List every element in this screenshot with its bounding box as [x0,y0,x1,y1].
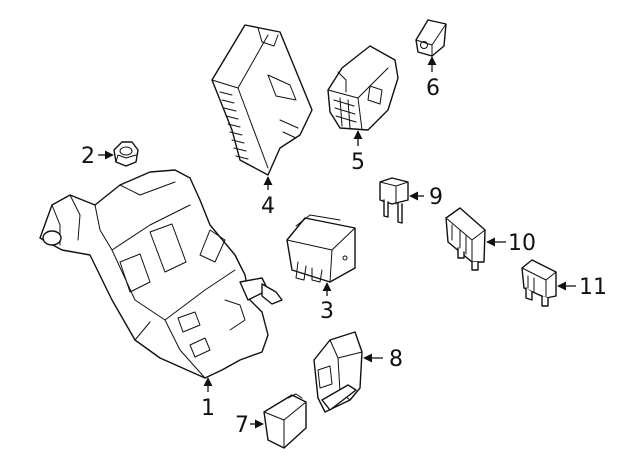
part-3-relay[interactable] [286,214,356,283]
part-9-mini-fuse[interactable] [379,177,409,224]
part-1-junction-box-housing[interactable] [39,169,283,379]
leader-lines [98,56,576,429]
part-8-bracket-holder[interactable] [313,331,363,413]
callout-labels: 1 2 3 4 5 6 7 8 9 10 11 [81,76,607,438]
callout-3: 3 [320,299,334,324]
callout-1: 1 [201,396,215,421]
part-10-cartridge-fuse[interactable] [445,207,486,271]
callout-8: 8 [389,347,403,372]
part-11-maxi-fuse[interactable] [521,259,557,307]
callout-11: 11 [579,275,607,300]
part-5-connector-block[interactable] [327,45,399,131]
part-6-small-connector[interactable] [415,19,447,57]
callout-9: 9 [429,185,443,210]
callout-7: 7 [235,413,249,438]
part-4-control-module[interactable] [211,24,313,176]
callout-4: 4 [261,194,275,219]
part-7-small-module[interactable] [263,393,307,449]
callout-6: 6 [426,76,440,101]
part-2-nut[interactable] [113,141,139,167]
callout-10: 10 [508,231,536,256]
callout-5: 5 [351,150,365,175]
callout-2: 2 [81,144,95,169]
